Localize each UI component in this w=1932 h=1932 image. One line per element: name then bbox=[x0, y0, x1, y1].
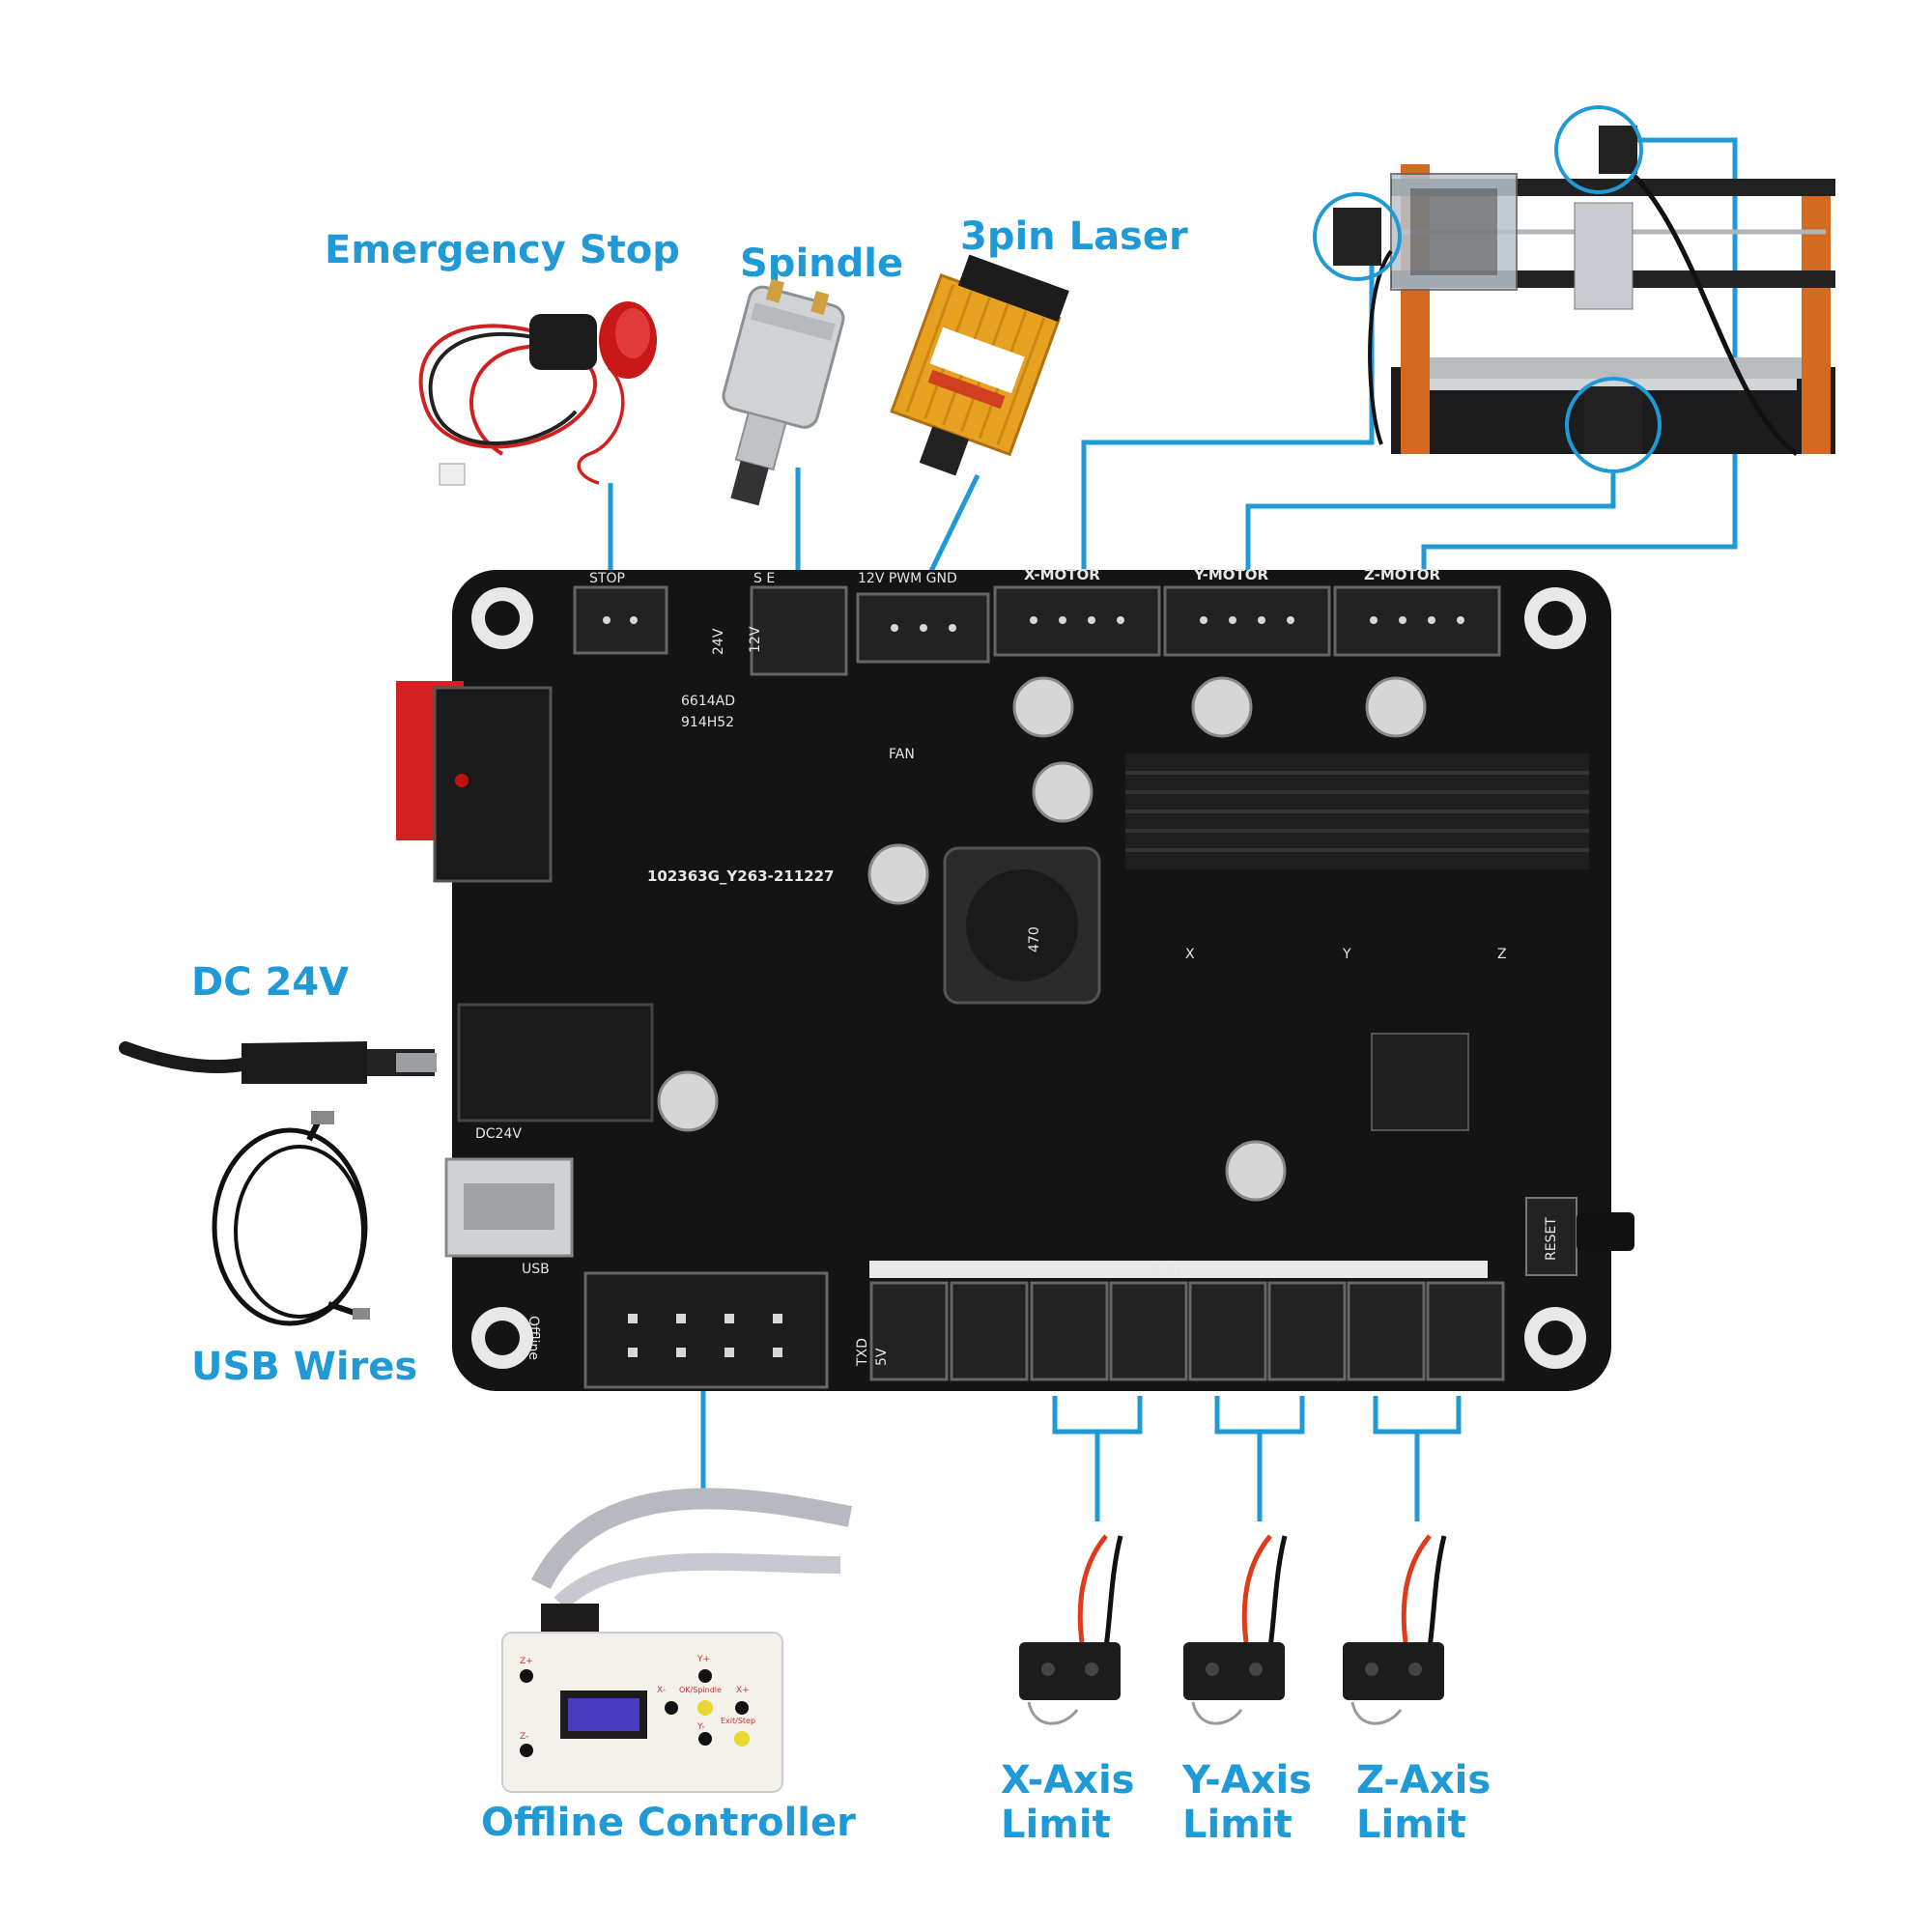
bracket-x bbox=[1052, 1396, 1143, 1435]
silk-x-motor: X-MOTOR bbox=[1024, 566, 1100, 583]
silk-usb: USB bbox=[522, 1262, 550, 1277]
silk-inductor: 470 bbox=[1027, 926, 1042, 952]
bracket-y bbox=[1214, 1396, 1305, 1435]
limit-switch-z-illustration bbox=[1343, 1534, 1447, 1725]
silk-txd: TXD bbox=[855, 1338, 870, 1367]
bracket-z bbox=[1373, 1396, 1462, 1435]
silk-y: Y bbox=[1342, 947, 1351, 962]
silk-chip-a: 6614AD bbox=[681, 694, 735, 709]
laser-illustration bbox=[890, 254, 1069, 476]
ctrl-y-plus: Y+ bbox=[696, 1655, 710, 1664]
label-spindle: Spindle bbox=[740, 242, 904, 286]
silk-gnd: GND bbox=[1150, 1264, 1180, 1279]
label-y-axis-limit-line1: Y-Axis bbox=[1182, 1758, 1312, 1803]
silk-reset: RESET bbox=[1544, 1217, 1559, 1261]
silk-pcb-id: 102363G_Y263-211227 bbox=[647, 867, 834, 885]
label-laser: 3pin Laser bbox=[960, 214, 1188, 259]
silk-z-motor: Z-MOTOR bbox=[1364, 566, 1441, 583]
silk-fan: FAN bbox=[889, 747, 915, 762]
silk-spindle: S E bbox=[753, 571, 775, 586]
label-z-axis-limit-line2: Limit bbox=[1356, 1803, 1466, 1847]
silk-laser: 12V PWM GND bbox=[858, 571, 957, 586]
limit-switch-x-illustration bbox=[1019, 1534, 1123, 1725]
label-y-axis-limit-line2: Limit bbox=[1182, 1803, 1293, 1847]
line-y-motor bbox=[1245, 473, 1616, 576]
label-z-axis-limit-line1: Z-Axis bbox=[1356, 1758, 1492, 1803]
label-x-axis-limit: X-Axis Limit bbox=[1001, 1758, 1134, 1847]
dc-power-cable-illustration bbox=[119, 1041, 437, 1084]
label-offline-controller: Offline Controller bbox=[481, 1801, 856, 1845]
ctrl-ok: OK/Spindle bbox=[679, 1686, 722, 1694]
control-board: STOP S E 12V PWM GND X-MOTOR Y-MOTOR Z-M… bbox=[396, 566, 1634, 1391]
label-x-axis-limit-line2: Limit bbox=[1001, 1803, 1111, 1847]
silk-offline: Offline bbox=[526, 1316, 541, 1360]
ctrl-z-plus: Z+ bbox=[520, 1657, 533, 1666]
silk-chip-b: 914H52 bbox=[681, 715, 734, 730]
label-x-axis-limit-line1: X-Axis bbox=[1001, 1758, 1135, 1803]
silk-stop: STOP bbox=[589, 571, 625, 586]
label-y-axis-limit: Y-Axis Limit bbox=[1182, 1758, 1312, 1847]
silk-12v: 12V bbox=[748, 626, 763, 653]
ctrl-x-plus: X+ bbox=[736, 1686, 750, 1695]
ctrl-y-minus: Y- bbox=[696, 1722, 705, 1732]
label-dc-24v: DC 24V bbox=[191, 960, 350, 1005]
line-z-motor bbox=[1421, 137, 1738, 580]
label-usb-wires: USB Wires bbox=[191, 1345, 418, 1389]
ctrl-exit: Exit/Step bbox=[721, 1717, 755, 1725]
silk-y-motor: Y-MOTOR bbox=[1193, 566, 1269, 583]
offline-controller-illustration: Y+ Y- X- X+ OK/Spindle Exit/Step Z+ Z- bbox=[501, 1488, 853, 1793]
label-emergency-stop: Emergency Stop bbox=[325, 228, 680, 272]
cnc-machine-illustration bbox=[1313, 105, 1835, 473]
ctrl-x-minus: X- bbox=[657, 1686, 666, 1695]
line-x-motor bbox=[1081, 222, 1375, 576]
silk-24v: 24V bbox=[711, 628, 726, 655]
silk-dc24v: DC24V bbox=[475, 1126, 522, 1142]
usb-cable-illustration bbox=[212, 1111, 370, 1326]
emergency-stop-illustration bbox=[418, 301, 657, 486]
silk-z: Z bbox=[1497, 947, 1507, 962]
silk-5v: 5V bbox=[874, 1348, 890, 1366]
spindle-illustration bbox=[722, 278, 845, 506]
limit-switch-y-illustration bbox=[1183, 1534, 1288, 1725]
label-z-axis-limit: Z-Axis Limit bbox=[1356, 1758, 1491, 1847]
ctrl-z-minus: Z- bbox=[520, 1732, 528, 1742]
silk-x: X bbox=[1185, 947, 1195, 962]
